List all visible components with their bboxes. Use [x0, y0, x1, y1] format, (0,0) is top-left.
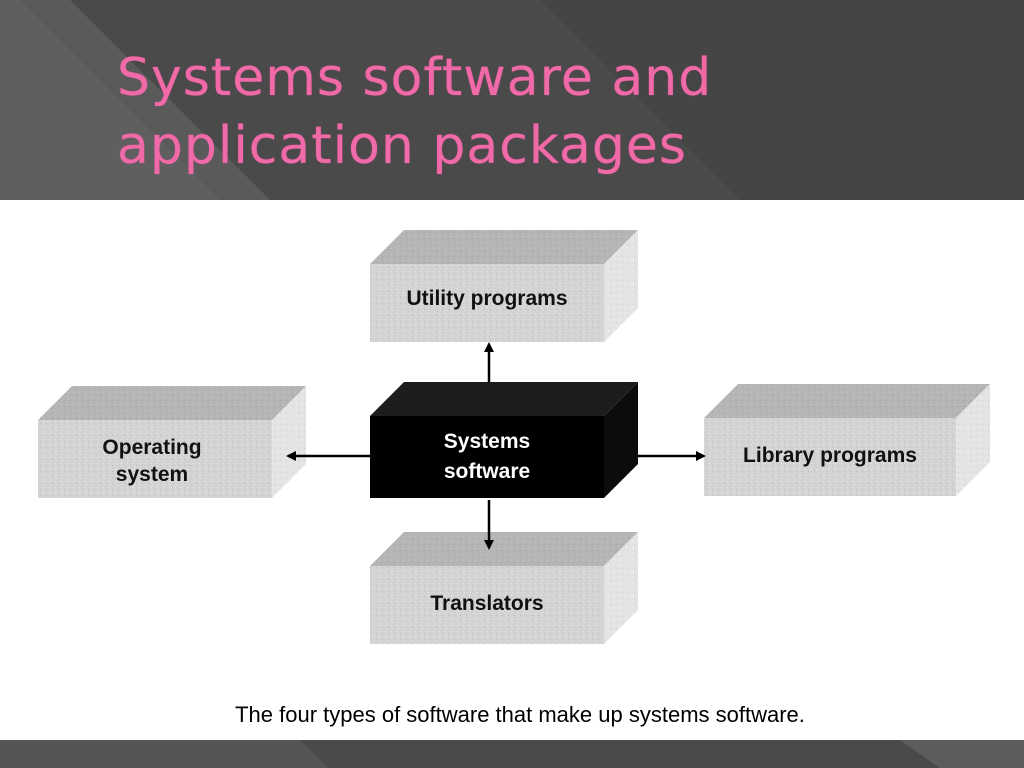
box-systems-software: Systems software: [370, 382, 638, 498]
slide-title-line-1: Systems software and: [117, 48, 713, 108]
utility-programs-label: Utility programs: [406, 287, 567, 310]
systems-software-label-line-2: software: [444, 460, 530, 483]
slide-title: Systems software and application package…: [117, 44, 997, 180]
box-translators: Translators: [370, 532, 638, 644]
box-library-programs: Library programs: [704, 384, 990, 496]
box-operating-system: Operating system: [38, 386, 306, 498]
diagram-caption: The four types of software that make up …: [235, 702, 805, 727]
systems-software-label-line-1: Systems: [444, 430, 530, 453]
footer-background: [0, 740, 1024, 768]
header-band: Systems software and application package…: [0, 0, 1024, 200]
slide-title-line-2: application packages: [117, 116, 687, 176]
library-programs-label: Library programs: [743, 444, 917, 467]
footer-band: [0, 740, 1024, 768]
operating-system-label-line-2: system: [116, 463, 188, 486]
box-utility-programs: Utility programs: [370, 230, 638, 342]
header-background: [0, 0, 1024, 200]
translators-label: Translators: [430, 592, 543, 615]
operating-system-label-line-1: Operating: [102, 436, 201, 459]
